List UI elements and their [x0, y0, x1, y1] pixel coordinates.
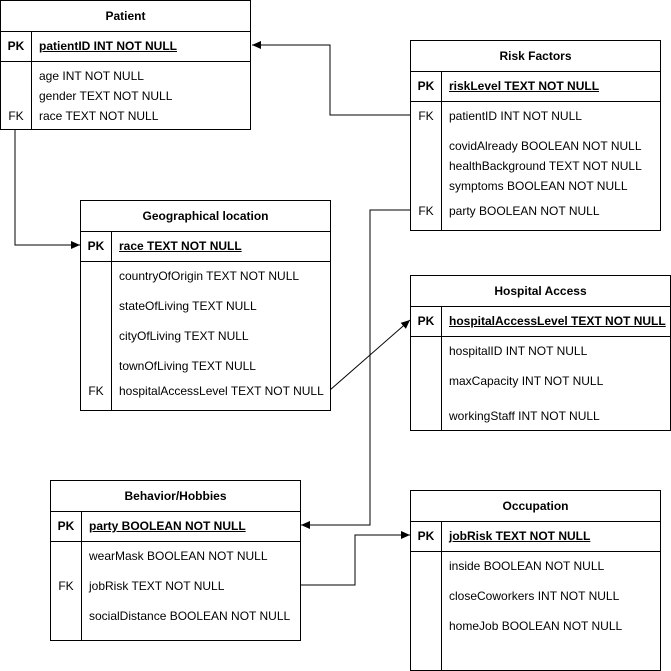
- table-title: Patient: [1, 1, 250, 32]
- field-patientid: patientID INT NOT NULL: [449, 109, 582, 123]
- table-occupation[interactable]: Occupation PK jobRisk TEXT NOT NULL insi…: [410, 490, 661, 671]
- edge-risk-patientid-to-patient: [252, 41, 410, 116]
- pk-row: PK jobRisk TEXT NOT NULL: [411, 521, 660, 552]
- pk-row: PK patientID INT NOT NULL: [1, 31, 250, 62]
- table-title: Geographical location: [81, 201, 330, 232]
- key-column: [1, 31, 32, 129]
- field-homejob: homeJob BOOLEAN NOT NULL: [449, 619, 623, 633]
- field-healthbackground: healthBackground TEXT NOT NULL: [449, 159, 642, 173]
- field-gender: gender TEXT NOT NULL: [39, 89, 173, 103]
- field-hospitalid: hospitalID INT NOT NULL: [449, 344, 588, 358]
- pk-field: race TEXT NOT NULL: [119, 239, 242, 253]
- pk-row: PK hospitalAccessLevel TEXT NOT NULL: [411, 306, 670, 337]
- key-column: [411, 71, 442, 230]
- fk-label: FK: [418, 109, 434, 123]
- field-covidalready: covidAlready BOOLEAN NOT NULL: [449, 139, 642, 153]
- key-column: [411, 521, 442, 670]
- pk-label: PK: [417, 314, 435, 328]
- field-stateofliving: stateOfLiving TEXT NULL: [119, 299, 257, 313]
- table-title: Occupation: [411, 491, 660, 522]
- pk-row: PK party BOOLEAN NOT NULL: [51, 511, 300, 542]
- edge-behavior-jobrisk-to-occupation: [300, 531, 410, 586]
- table-title: Hospital Access: [411, 276, 670, 307]
- field-townofliving: townOfLiving TEXT NULL: [119, 359, 256, 373]
- pk-label: PK: [417, 79, 435, 93]
- fk-label: FK: [8, 109, 24, 123]
- table-geographical-location[interactable]: Geographical location PK race TEXT NOT N…: [80, 200, 331, 411]
- fk-label: FK: [418, 204, 434, 218]
- fk-label: FK: [88, 384, 104, 398]
- table-risk-factors[interactable]: Risk Factors PK riskLevel TEXT NOT NULL …: [410, 40, 661, 231]
- field-race: race TEXT NOT NULL: [39, 109, 159, 123]
- field-age: age INT NOT NULL: [39, 69, 144, 83]
- field-countryoforigin: countryOfOrigin TEXT NOT NULL: [119, 269, 300, 283]
- key-column: [81, 231, 112, 410]
- field-workingstaff: workingStaff INT NOT NULL: [449, 409, 600, 423]
- key-column: [51, 511, 82, 640]
- fk-label: FK: [58, 579, 74, 593]
- edge-risk-party-to-behavior: [301, 209, 410, 529]
- pk-row: PK race TEXT NOT NULL: [81, 231, 330, 262]
- edge-patient-race-to-geo: [14, 130, 80, 249]
- pk-field: patientID INT NOT NULL: [39, 39, 177, 53]
- pk-field: riskLevel TEXT NOT NULL: [449, 79, 600, 93]
- field-symptoms: symptoms BOOLEAN NOT NULL: [449, 179, 628, 193]
- pk-field: party BOOLEAN NOT NULL: [89, 519, 246, 533]
- key-column: [411, 306, 442, 430]
- field-closecoworkers: closeCoworkers INT NOT NULL: [449, 589, 620, 603]
- field-hospitalaccesslevel: hospitalAccessLevel TEXT NOT NULL: [119, 384, 324, 398]
- field-cityofliving: cityOfLiving TEXT NULL: [119, 329, 249, 343]
- field-jobrisk: jobRisk TEXT NOT NULL: [89, 579, 225, 593]
- table-patient[interactable]: Patient PK patientID INT NOT NULL age IN…: [0, 0, 251, 130]
- table-title: Risk Factors: [411, 41, 660, 72]
- pk-label: PK: [417, 529, 435, 543]
- pk-field: jobRisk TEXT NOT NULL: [449, 529, 591, 543]
- table-title: Behavior/Hobbies: [51, 481, 300, 512]
- field-socialdistance: socialDistance BOOLEAN NOT NULL: [89, 609, 291, 623]
- pk-label: PK: [7, 39, 25, 53]
- table-behavior-hobbies[interactable]: Behavior/Hobbies PK party BOOLEAN NOT NU…: [50, 480, 301, 641]
- field-wearmask: wearMask BOOLEAN NOT NULL: [89, 549, 268, 563]
- field-inside: inside BOOLEAN NOT NULL: [449, 559, 605, 573]
- pk-row: PK riskLevel TEXT NOT NULL: [411, 71, 660, 102]
- pk-label: PK: [57, 519, 75, 533]
- field-party: party BOOLEAN NOT NULL: [449, 204, 600, 218]
- table-hospital-access[interactable]: Hospital Access PK hospitalAccessLevel T…: [410, 275, 671, 431]
- pk-field: hospitalAccessLevel TEXT NOT NULL: [449, 314, 666, 328]
- pk-label: PK: [87, 239, 105, 253]
- field-maxcapacity: maxCapacity INT NOT NULL: [449, 374, 604, 388]
